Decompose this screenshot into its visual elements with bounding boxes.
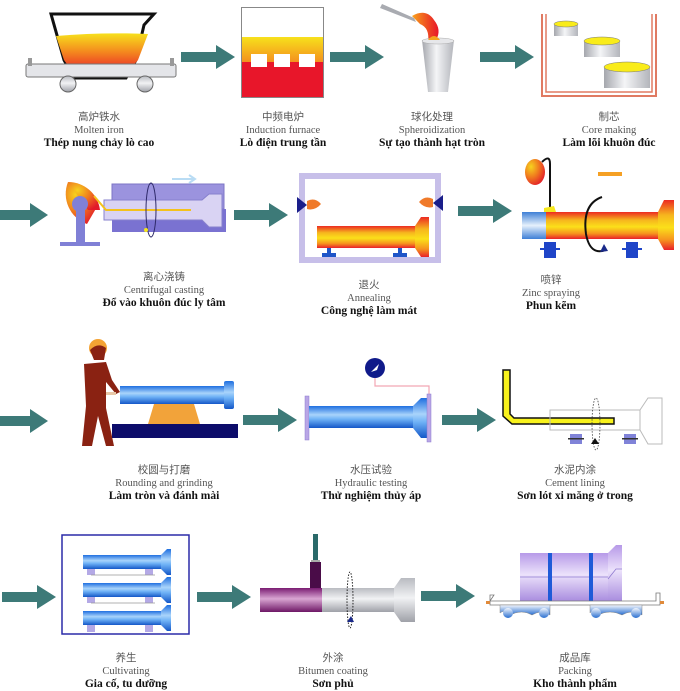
flow-arrow-4: [0, 203, 48, 227]
step-label-en: Hydraulic testing: [334, 477, 408, 489]
packing-wagon-illustration: [486, 545, 664, 618]
step-label-vi: Sự tạo thành hạt tròn: [379, 137, 485, 150]
step-label-en: Rounding and grinding: [115, 477, 213, 489]
step-label-zh: 离心浇铸: [143, 271, 185, 283]
step-label-zh: 球化处理: [411, 111, 453, 123]
bitumen-coating-illustration: [260, 534, 415, 629]
step-label-en: Cultivating: [102, 665, 150, 677]
step-label-zh: 喷锌: [540, 274, 562, 286]
step-label-vi: Phun kẽm: [525, 300, 577, 313]
step-label-zh: 成品库: [559, 652, 591, 664]
step-label-vi: Gia cố, tu dưỡng: [84, 678, 168, 691]
step-label-vi: Sơn phủ: [312, 678, 354, 691]
flow-arrow-8: [243, 408, 297, 432]
step-label-en: Cement lining: [545, 477, 605, 489]
step-label-en: Induction furnace: [245, 124, 321, 136]
induction-furnace-illustration: [241, 7, 324, 98]
centrifugal-casting-illustration: [60, 174, 226, 246]
flow-arrow-1: [181, 45, 235, 69]
core-making-illustration: [541, 14, 657, 97]
flow-arrow-12: [421, 584, 475, 608]
step-label-vi: Sơn lót xi măng ở trong: [517, 490, 633, 503]
step-label-en: Packing: [558, 665, 592, 677]
spheroidization-pour-illustration: [380, 4, 455, 92]
flow-arrow-9: [442, 408, 496, 432]
step-label-en: Centrifugal casting: [123, 284, 205, 296]
step-label-zh: 制芯: [598, 111, 620, 123]
step-label-vi: Thép nung chảy lò cao: [43, 137, 155, 150]
cement-lining-illustration: [502, 369, 663, 451]
step-label-vi: Công nghệ làm mát: [320, 305, 418, 318]
step-label-en: Bitumen coating: [298, 665, 368, 677]
step-label-vi: Lò điện trung tần: [239, 137, 327, 150]
flow-arrow-10: [2, 585, 56, 609]
step-label-vi: Thử nghiệm thủy áp: [320, 490, 422, 503]
step-label-vi: Làm tròn và đánh mài: [108, 490, 220, 503]
step-label-vi: Đổ vào khuôn đúc ly tâm: [102, 297, 226, 310]
flow-arrow-6: [458, 199, 512, 223]
flow-arrow-3: [480, 45, 534, 69]
hydraulic-testing-illustration: [304, 358, 432, 443]
step-label-zh: 外涂: [322, 652, 344, 664]
step-label-zh: 养生: [115, 652, 137, 664]
step-label-zh: 高炉铁水: [78, 111, 120, 123]
flow-arrow-2: [330, 45, 384, 69]
rounding-grinding-illustration: [82, 339, 238, 446]
cultivating-rack-illustration: [61, 534, 190, 635]
flow-arrow-11: [197, 585, 251, 609]
step-label-en: Molten iron: [74, 124, 124, 136]
step-label-en: Annealing: [347, 292, 391, 304]
step-label-zh: 退火: [358, 279, 380, 291]
step-label-zh: 中频电炉: [262, 111, 304, 123]
step-label-en: Core making: [581, 124, 637, 136]
molten-iron-ladle-car-illustration: [25, 12, 177, 93]
step-label-zh: 水压试验: [350, 464, 392, 476]
step-label-vi: Làm lõi khuôn đúc: [562, 137, 656, 150]
flow-arrow-7: [0, 409, 48, 433]
step-label-zh: 校圆与打磨: [137, 464, 191, 476]
step-label-zh: 水泥内涂: [554, 464, 596, 476]
step-label-en: Spheroidization: [398, 124, 466, 136]
zinc-spraying-illustration: [522, 157, 674, 258]
step-label-en: Zinc spraying: [521, 287, 581, 299]
step-label-vi: Kho thành phẩm: [533, 678, 617, 691]
flow-arrow-5: [234, 203, 288, 227]
annealing-furnace-illustration: [297, 173, 443, 263]
